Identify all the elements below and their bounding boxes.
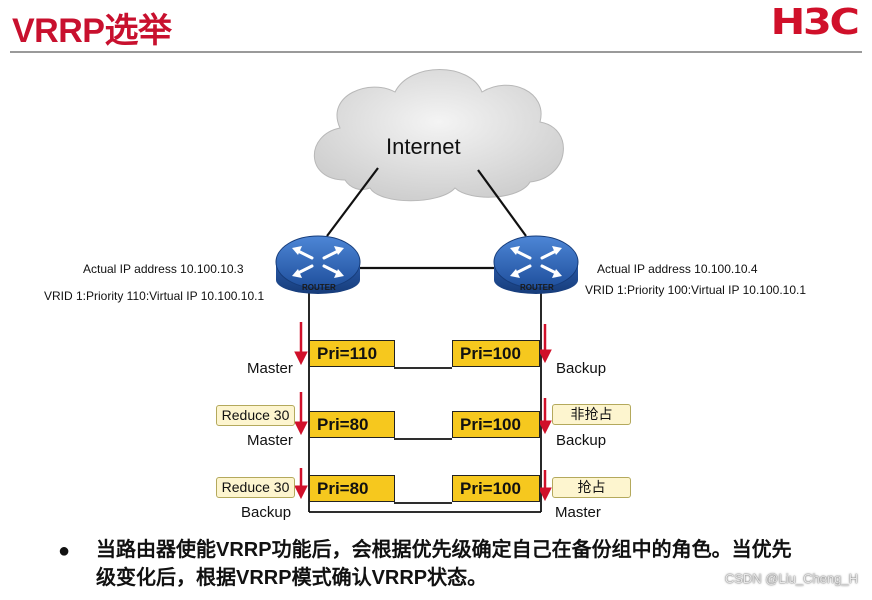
- router-right-label: ROUTER: [520, 283, 554, 292]
- row3-left-tag: Reduce 30: [216, 477, 295, 498]
- bullet-text: 当路由器使能VRRP功能后，会根据优先级确定自己在备份组中的角色。当优先级变化后…: [96, 539, 792, 589]
- row3-right-role: Master: [555, 504, 601, 521]
- title-divider: [10, 51, 862, 53]
- down-arrows: [294, 322, 552, 502]
- row1-right-priority: Pri=100: [452, 340, 540, 367]
- down-arrow-icon: [294, 322, 308, 366]
- row2-right-role: Backup: [556, 432, 607, 449]
- link-cloud-right: [477, 169, 527, 237]
- left-vrid-info: VRID 1:Priority 110:Virtual IP 10.100.10…: [44, 289, 265, 303]
- row2-right-priority: Pri=100: [452, 411, 540, 438]
- internet-cloud-icon: [313, 69, 564, 202]
- internet-label: Internet: [386, 134, 461, 159]
- row3-right-priority: Pri=100: [452, 475, 540, 502]
- row1-right-role: Backup: [556, 360, 607, 377]
- h3c-logo: H3C: [771, 2, 860, 43]
- page-title: VRRP选举: [12, 12, 172, 50]
- down-arrow-icon: [294, 468, 308, 500]
- row2-left-priority: Pri=80: [309, 411, 395, 438]
- down-arrow-icon: [538, 398, 552, 435]
- down-arrow-icon: [294, 392, 308, 436]
- router-left-label: ROUTER: [302, 283, 336, 292]
- watermark: CSDN @Liu_Cheng_H: [724, 571, 858, 586]
- row2-left-tag: Reduce 30: [216, 405, 295, 426]
- down-arrow-icon: [538, 324, 552, 364]
- row3-left-role: Backup: [241, 504, 292, 521]
- link-cloud-left: [326, 167, 379, 237]
- row1-left-role: Master: [247, 360, 293, 377]
- row2-left-role: Master: [247, 432, 293, 449]
- row1-left-priority: Pri=110: [309, 340, 395, 367]
- row2-right-tag: 非抢占: [552, 404, 631, 425]
- row3-left-priority: Pri=80: [309, 475, 395, 502]
- router-right-icon: [493, 235, 579, 294]
- row3-right-tag: 抢占: [552, 477, 631, 498]
- down-arrow-icon: [538, 470, 552, 502]
- bullet-icon: ●: [58, 540, 71, 562]
- right-vrid-info: VRID 1:Priority 100:Virtual IP 10.100.10…: [585, 283, 807, 297]
- left-actual-ip: Actual IP address 10.100.10.3: [83, 262, 244, 276]
- right-actual-ip: Actual IP address 10.100.10.4: [597, 262, 758, 276]
- router-left-icon: [275, 235, 361, 294]
